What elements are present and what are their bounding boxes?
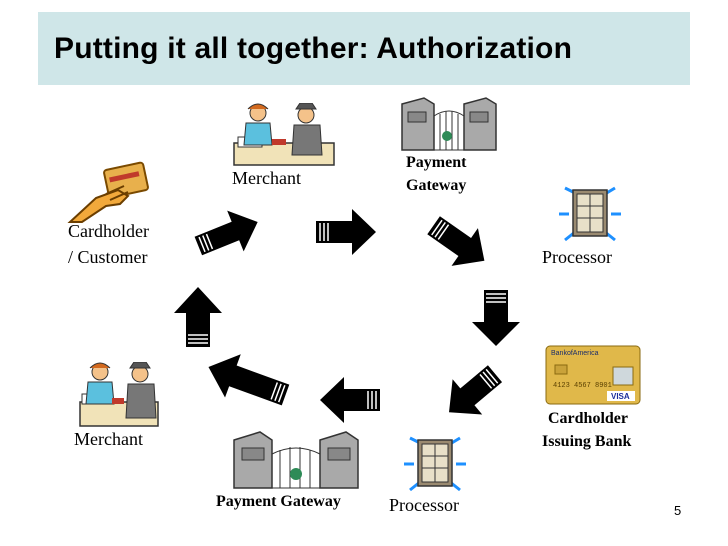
hand-card-icon <box>67 161 149 223</box>
issuing-bank-label-line2: Issuing Bank <box>542 433 632 450</box>
svg-text:4123 4567 8901: 4123 4567 8901 <box>553 382 612 390</box>
merchant-bottom-label: Merchant <box>74 429 143 449</box>
processor-icon <box>559 186 621 242</box>
flow-arrow <box>174 287 222 347</box>
flow-arrow <box>427 216 485 266</box>
card-bank-name: BankofAmerica <box>551 350 599 357</box>
processor-bottom-label: Processor <box>389 495 459 515</box>
cardholder-label-line2: / Customer <box>68 247 148 267</box>
gateway-top-label-line1: Payment <box>406 154 467 171</box>
flow-arrow <box>316 209 376 255</box>
gateway-bottom-label: Payment Gateway <box>216 493 341 510</box>
merchant-icon <box>79 362 159 427</box>
processor-top-label: Processor <box>542 247 612 267</box>
flow-arrow <box>449 365 503 415</box>
flow-arrow <box>208 354 290 406</box>
gateway-icon <box>401 97 497 151</box>
cardholder-label-line1: Cardholder <box>68 221 149 241</box>
flow-arrow <box>472 290 520 346</box>
slide-title: Putting it all together: Authorization <box>54 31 573 65</box>
merchant-top-label: Merchant <box>232 168 301 188</box>
gateway-top-label-line2: Gateway <box>406 177 467 194</box>
processor-icon <box>404 436 466 492</box>
merchant-icon <box>233 103 335 166</box>
title-bar: Putting it all together: Authorization <box>38 12 690 85</box>
credit-card-icon: BankofAmerica 4123 4567 8901 VISA <box>545 345 641 405</box>
flow-arrow <box>320 377 380 423</box>
gateway-icon <box>233 431 359 489</box>
card-brand: VISA <box>611 392 630 401</box>
flow-arrow <box>194 210 258 256</box>
issuing-bank-label-line1: Cardholder <box>548 410 628 427</box>
page-number: 5 <box>674 503 682 518</box>
